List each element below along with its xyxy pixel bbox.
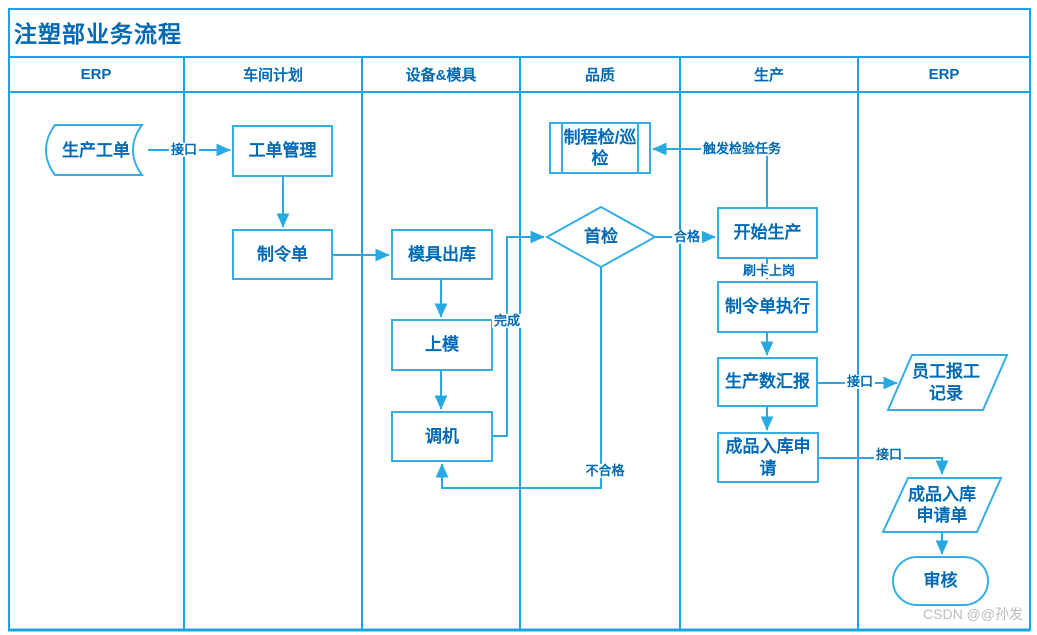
edge-label-complete: 完成 <box>491 312 523 329</box>
label-finished-goods-request: 成品入库申 请 <box>725 437 811 478</box>
node-process-inspection <box>549 122 651 174</box>
edge-label-swipe-card: 刷卡上岗 <box>740 262 798 279</box>
connectors <box>148 142 949 555</box>
label-start-production: 开始生产 <box>733 223 802 243</box>
csdn-watermark: CSDN @@孙发 <box>923 606 1023 622</box>
label-warehouse-request-form: 成品入库 申请单 <box>908 484 976 525</box>
node-review <box>892 556 989 606</box>
lane-header-quality: 品质 <box>584 67 615 84</box>
edge-label-trigger-inspection: 触发检验任务 <box>700 140 784 157</box>
node-work-order-mgmt <box>232 125 333 177</box>
swimlane-grid <box>8 8 1031 632</box>
edge-label-interface-1: 接口 <box>168 141 200 158</box>
lane-header-production: 生产 <box>753 67 784 84</box>
node-mold-install <box>391 319 493 371</box>
edge-setup-to-firstinspect <box>492 230 545 437</box>
lane-header-erp-1: ERP <box>80 66 112 83</box>
edge-label-pass: 合格 <box>671 228 703 245</box>
node-employee-work-record <box>886 354 1009 411</box>
lane-header-workshop-plan: 车间计划 <box>242 67 303 84</box>
node-warehouse-request-form <box>881 477 1003 533</box>
edge-label-fail: 不合格 <box>583 462 627 479</box>
edge-trigger-inspection <box>652 142 768 208</box>
label-first-inspection: 首检 <box>584 227 618 247</box>
edge-firstinspect-fail <box>435 267 602 489</box>
node-mfg-order <box>232 229 333 280</box>
node-mfg-order-exec <box>717 281 818 333</box>
label-review: 审核 <box>923 571 958 591</box>
node-shapes <box>45 122 1009 606</box>
label-production-report: 生产数汇报 <box>725 372 810 392</box>
lane-header-erp-2: ERP <box>928 66 960 83</box>
page-title: 注塑部业务流程 <box>14 21 182 47</box>
label-mfg-order-exec: 制令单执行 <box>725 297 810 317</box>
edge-label-interface-2: 接口 <box>844 373 876 390</box>
label-production-work-order: 生产工单 <box>62 141 130 161</box>
lane-header-equipment-mold: 设备&模具 <box>405 67 477 84</box>
edge-request-to-form <box>818 457 949 475</box>
label-process-inspection: 制程检/巡 检 <box>563 127 637 168</box>
label-mold-checkout: 模具出库 <box>408 244 476 264</box>
label-mold-install: 上模 <box>425 335 459 355</box>
label-employee-work-record: 员工报工 记录 <box>912 362 980 403</box>
label-work-order-mgmt: 工单管理 <box>248 141 317 161</box>
label-mfg-order: 制令单 <box>257 244 308 264</box>
edge-label-interface-3: 接口 <box>873 446 905 463</box>
node-machine-setup <box>391 411 493 462</box>
node-production-work-order <box>45 124 144 176</box>
node-finished-goods-request <box>717 432 819 483</box>
node-production-report <box>717 357 818 407</box>
label-machine-setup: 调机 <box>425 426 459 446</box>
